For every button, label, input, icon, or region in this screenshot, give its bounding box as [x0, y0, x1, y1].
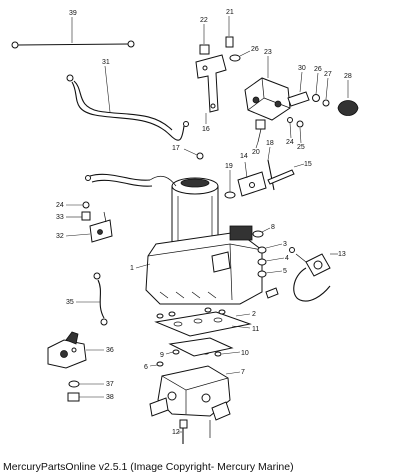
callout-33: 33 [56, 214, 64, 221]
callout-8: 8 [271, 224, 275, 231]
callout-31: 31 [102, 59, 110, 66]
part-12-bolt [178, 419, 188, 444]
part-23-solenoid [244, 56, 291, 121]
part-2-gasket [154, 311, 252, 337]
part-27-washer [322, 77, 330, 107]
part-16-bracket [195, 54, 227, 124]
callout-14: 14 [240, 153, 248, 160]
callout-27: 27 [324, 71, 332, 78]
callout-24-top: 24 [286, 139, 294, 146]
callout-26-top: 26 [251, 46, 259, 53]
callout-3: 3 [283, 241, 287, 248]
part-37-washer [68, 380, 104, 388]
part-28-cover [337, 80, 359, 116]
callout-4: 4 [285, 255, 289, 262]
callout-22: 22 [200, 17, 208, 24]
callout-35: 35 [66, 299, 74, 306]
callout-36: 36 [106, 347, 114, 354]
part-20-bolt [255, 119, 266, 149]
callout-6: 6 [144, 364, 148, 371]
part-19-washer [224, 170, 236, 199]
callout-5: 5 [283, 268, 287, 275]
callout-38: 38 [106, 394, 114, 401]
part-21-screw [225, 16, 234, 48]
part-4-nut [257, 257, 285, 266]
copyright-footer: MercuryPartsOnline v2.5.1 (Image Copyrig… [3, 461, 294, 473]
callout-37: 37 [106, 381, 114, 388]
callout-13: 13 [338, 251, 346, 258]
callout-12: 12 [172, 429, 180, 436]
part-9-o-ring [165, 349, 180, 355]
part-6-check-valve [149, 361, 164, 367]
part-15-bolt [267, 163, 305, 185]
part-5-clip [257, 270, 283, 278]
callout-15: 15 [304, 161, 312, 168]
part-26-nut-right [312, 72, 320, 102]
part-25-nut [296, 120, 304, 144]
callout-20: 20 [252, 149, 260, 156]
part-3-washer [257, 243, 283, 254]
part-22-nut [199, 24, 210, 55]
callout-23: 23 [264, 49, 272, 56]
part-36-terminal-block [47, 331, 104, 369]
part-11-o-rings [156, 307, 251, 329]
part-31-wire-harness [66, 65, 189, 141]
part-33-screw [66, 211, 91, 221]
callout-25: 25 [297, 144, 305, 151]
part-39-cable [11, 17, 135, 49]
callout-19: 19 [225, 163, 233, 170]
callout-26-right: 26 [314, 66, 322, 73]
callout-28: 28 [344, 73, 352, 80]
part-13-switch [265, 247, 338, 302]
callout-24-left: 24 [56, 202, 64, 209]
part-35-wire [76, 272, 108, 326]
part-34-nut [66, 201, 90, 209]
part-30-link-bar [287, 71, 310, 107]
part-14-mount-plate [237, 161, 267, 197]
callout-30: 30 [298, 65, 306, 72]
callout-39: 39 [69, 10, 77, 17]
pump-reservoir [135, 225, 263, 305]
callout-18: 18 [266, 140, 274, 147]
callout-1: 1 [130, 265, 134, 272]
callout-7: 7 [241, 369, 245, 376]
part-26-nut-top [229, 50, 251, 62]
callout-21: 21 [226, 9, 234, 16]
part-8-fitting [252, 227, 271, 238]
part-7-valve-body [149, 365, 241, 421]
callout-17: 17 [172, 145, 180, 152]
part-24-washer-top [287, 117, 293, 139]
plate-middle [168, 337, 234, 357]
callout-2: 2 [252, 311, 256, 318]
part-38-nut [67, 392, 104, 402]
callout-11: 11 [252, 326, 259, 333]
part-18-stud [267, 146, 275, 191]
callout-16: 16 [202, 126, 210, 133]
callout-9: 9 [160, 352, 164, 359]
part-17-screw [183, 148, 204, 160]
callout-10: 10 [241, 350, 249, 357]
callout-32: 32 [56, 233, 64, 240]
part-32-relay [65, 211, 113, 243]
